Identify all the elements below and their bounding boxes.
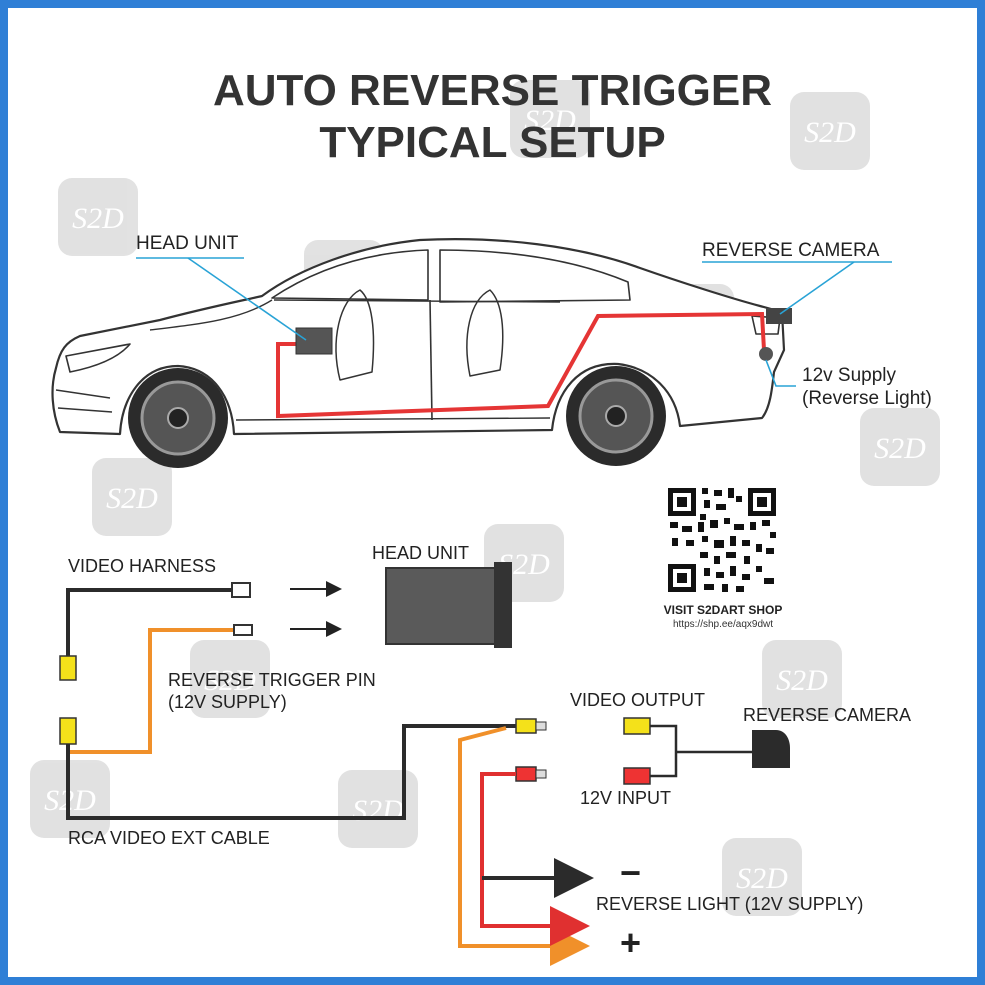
camera-power-connector — [623, 767, 651, 785]
reverse-camera-label: REVERSE CAMERA — [743, 705, 912, 725]
head-unit-label: HEAD UNIT — [372, 543, 470, 563]
watermark-logo: S2D — [790, 92, 870, 170]
car-head-unit-label: HEAD UNIT — [136, 233, 239, 254]
supply-label-line2: (Reverse Light) — [802, 388, 932, 409]
power-input-plug — [515, 766, 537, 782]
car-illustration — [51, 238, 786, 436]
reverse-light-label: REVERSE LIGHT (12V SUPPLY) — [596, 894, 864, 914]
watermark-logo: S2D — [58, 178, 138, 256]
video-harness-label: VIDEO HARNESS — [68, 556, 217, 576]
svg-text:S2D: S2D — [804, 116, 856, 149]
watermark-logo: S2D — [722, 838, 802, 916]
watermark-logos: S2D S2D S2D S2D S2D S2D S2D S2D S2D S2D … — [30, 80, 940, 916]
watermark-logo: S2D — [92, 458, 172, 536]
leader-lines — [136, 257, 892, 387]
rca-ext-cable — [66, 724, 518, 820]
page-title-line1: AUTO REVERSE TRIGGER — [212, 66, 773, 115]
watermark-logo: S2D — [510, 80, 590, 158]
orange-supply-wire — [458, 726, 590, 966]
reverse-trigger-label-line2: (12V SUPPLY) — [168, 692, 287, 712]
car-reverse-camera-label: REVERSE CAMERA — [702, 240, 880, 261]
qr-code — [666, 486, 778, 594]
video-harness-wire — [66, 588, 234, 660]
svg-text:S2D: S2D — [44, 784, 96, 817]
cable-route — [276, 311, 766, 419]
rear-wheel — [566, 366, 666, 466]
camera-video-connector — [623, 717, 651, 735]
car-camera-box — [766, 308, 792, 324]
power-input-label: 12V INPUT — [580, 788, 672, 808]
svg-text:S2D: S2D — [736, 862, 788, 895]
watermark-logo: S2D — [762, 640, 842, 718]
qr-caption: VISIT S2DART SHOP — [663, 603, 783, 617]
svg-text:S2D: S2D — [352, 794, 404, 827]
reverse-trigger-label-line1: REVERSE TRIGGER PIN — [168, 670, 376, 690]
camera-cable — [650, 724, 752, 778]
watermark-logo: S2D — [338, 770, 418, 848]
watermark-logo: S2D — [860, 408, 940, 486]
rca-connector-bottom — [59, 717, 77, 745]
svg-text:S2D: S2D — [204, 664, 256, 697]
power-input-plug-tip — [535, 769, 547, 779]
car-reverse-light-dot — [759, 347, 773, 361]
supply-label-line1: 12v Supply — [802, 365, 897, 386]
qr-url: https://shp.ee/aqx9dwt — [672, 619, 774, 630]
svg-text:S2D: S2D — [524, 104, 576, 137]
video-output-plug-tip — [535, 721, 547, 731]
svg-text:S2D: S2D — [776, 664, 828, 697]
reverse-trigger-plug — [233, 624, 253, 636]
red-supply-wire — [480, 772, 590, 946]
car-head-unit-box — [295, 327, 333, 355]
svg-text:S2D: S2D — [106, 482, 158, 515]
head-unit-box — [385, 562, 512, 648]
negative-terminal-symbol: − — [620, 852, 642, 893]
video-output-plug — [515, 718, 537, 734]
rca-connector-top — [59, 655, 77, 681]
rca-cable-label: RCA VIDEO EXT CABLE — [68, 828, 270, 848]
front-wheel — [128, 368, 228, 468]
svg-text:S2D: S2D — [72, 202, 124, 235]
watermark-logo: S2D — [190, 640, 270, 718]
video-output-label: VIDEO OUTPUT — [570, 690, 706, 710]
positive-terminal-symbol: + — [620, 922, 642, 963]
reverse-camera-body — [752, 730, 790, 768]
svg-text:S2D: S2D — [874, 432, 926, 465]
video-harness-plug — [231, 582, 251, 598]
page-title-line2: TYPICAL SETUP — [319, 118, 666, 167]
